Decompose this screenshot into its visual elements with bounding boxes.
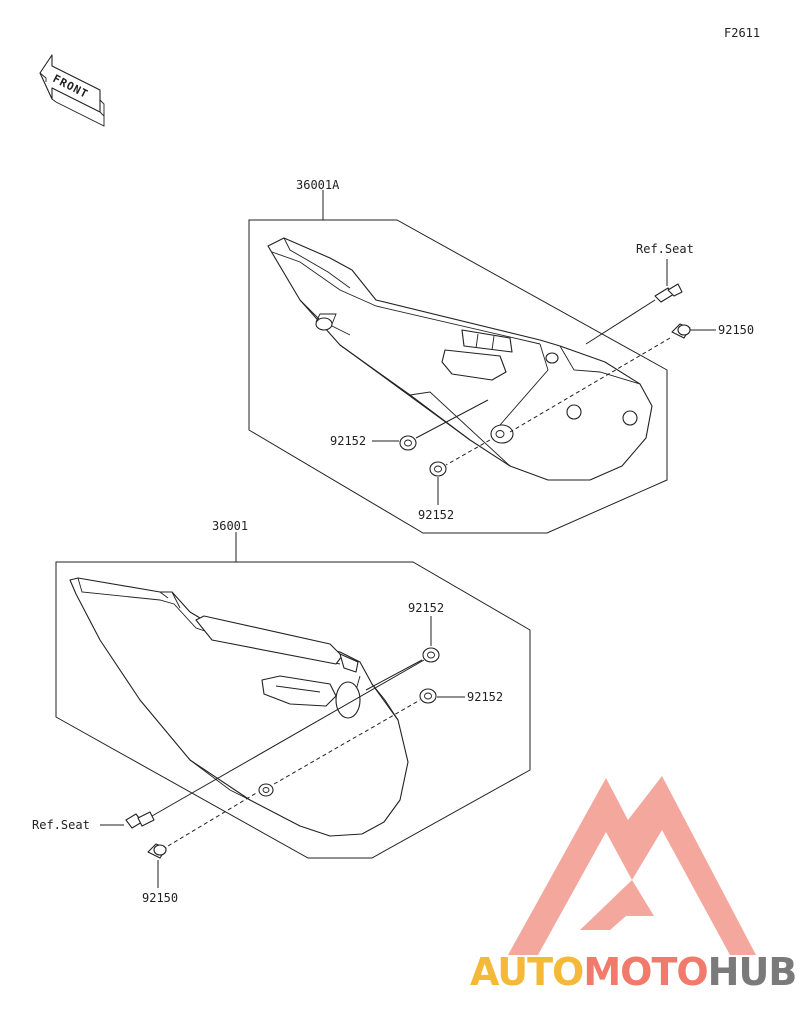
watermark-triangle-icon xyxy=(508,776,756,955)
bolt-92150-label-upper: 92150 xyxy=(718,323,754,337)
upper-cover-label: 36001A xyxy=(296,178,340,192)
collar-92152-lower-top-icon xyxy=(422,647,440,663)
svg-text:AUTOMOTOHUB: AUTOMOTOHUB xyxy=(470,950,796,994)
lower-cover-label: 36001 xyxy=(212,519,248,533)
lower-group-frame xyxy=(55,561,531,859)
collar-92152-label-lower-right: 92152 xyxy=(467,690,503,704)
watermark-moto: MOTO xyxy=(583,950,707,994)
collar-92152-lower-right-icon xyxy=(419,688,437,704)
ref-seat-label-lower: Ref.Seat xyxy=(32,818,90,832)
watermark-hub: HUB xyxy=(708,950,797,994)
bolt-92150-label-lower: 92150 xyxy=(142,891,178,905)
side-cover-36001 xyxy=(69,577,409,837)
ref-seat-bolt-lower-icon xyxy=(125,811,155,829)
ref-seat-label-upper: Ref.Seat xyxy=(636,242,694,256)
collar-92152-label-upper-bottom: 92152 xyxy=(418,508,454,522)
bolt-92150-lower-icon xyxy=(147,843,167,859)
watermark-auto: AUTO xyxy=(470,950,583,994)
upper-group-frame xyxy=(248,219,668,534)
lower-cover-group: 36001 92152 92152 xyxy=(32,519,531,905)
automotohub-watermark: AUTOMOTOHUB xyxy=(470,776,797,994)
collar-92152-label-upper-left: 92152 xyxy=(330,434,366,448)
upper-cover-group: 36001A Ref.Seat xyxy=(248,178,754,534)
figure-code: F2611 xyxy=(724,26,760,40)
ref-seat-bolt-upper-icon xyxy=(654,283,683,303)
collar-92152-label-lower-top: 92152 xyxy=(408,601,444,615)
bolt-92150-upper-icon xyxy=(671,323,691,339)
collar-92152-upper-bottom-icon xyxy=(429,461,447,477)
collar-92152-upper-left-icon xyxy=(399,435,417,451)
front-arrow-icon: FRONT xyxy=(39,54,105,127)
